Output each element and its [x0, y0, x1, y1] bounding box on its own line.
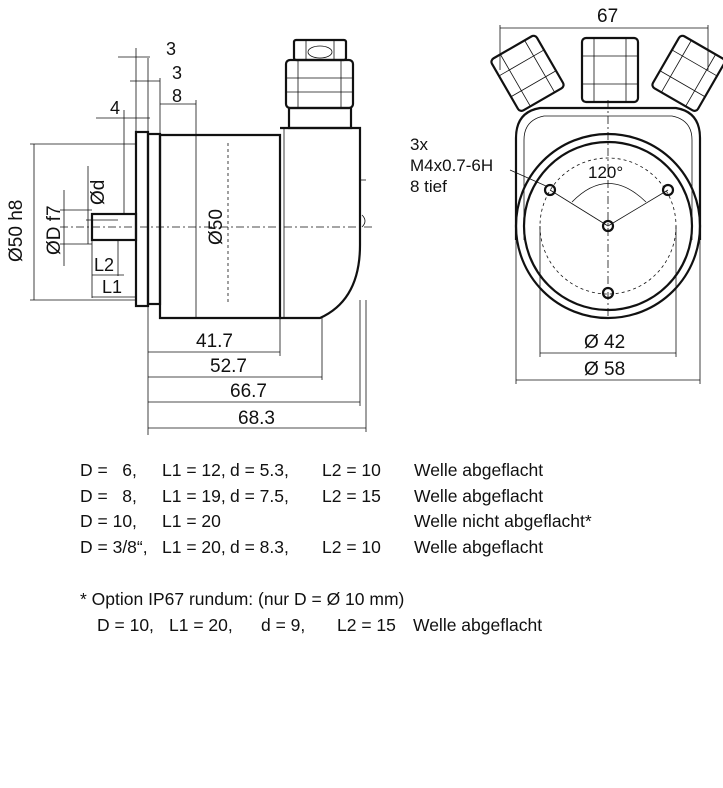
gland-body [284, 58, 355, 110]
dim-top-8: 8 [172, 86, 182, 106]
dim-68-3: 68.3 [238, 408, 275, 429]
flange-inner [146, 132, 162, 306]
variant-d: D = 8, [80, 485, 137, 506]
variant-small-d: d = 8.3, [230, 536, 289, 557]
variant-l2: L2 = 15 [322, 485, 381, 506]
bolt-hole-bottom [601, 286, 615, 300]
shaft-end [601, 219, 615, 233]
option-small-d: d = 9, [261, 614, 306, 635]
angle-arc [571, 183, 647, 203]
variant-l1: L1 = 12, [162, 460, 226, 480]
option-l2: L2 = 15 [337, 614, 396, 635]
variant-l1: L1 = 20 [162, 511, 221, 531]
variant-d: D = 3/8“, [80, 536, 148, 557]
side-view: 3 3 8 4 Ø50 h8 ØD f7 Ød L2 L1 Ø50 [6, 38, 375, 435]
angle-120: 120° [588, 163, 623, 182]
bolt-hole-left [543, 183, 557, 197]
dim-l1: L1 [102, 277, 122, 297]
dim-body-od50: Ø50 [206, 209, 227, 245]
dim-width-67: 67 [597, 6, 618, 27]
flange-circle-inner [522, 140, 694, 312]
variant-l2: L2 = 10 [322, 536, 381, 557]
front-view: 67 [410, 6, 723, 384]
technical-drawing: 3 3 8 4 Ø50 h8 ØD f7 Ød L2 L1 Ø50 [6, 6, 723, 435]
option-l1: L1 = 20, [169, 614, 233, 635]
option-note: Welle abgeflacht [413, 614, 543, 635]
note-line-3: 8 tief [410, 177, 447, 196]
front-gland-center [580, 36, 640, 104]
shaft [90, 212, 138, 242]
dim-41-7: 41.7 [196, 331, 233, 352]
dim-l2: L2 [94, 255, 114, 275]
variant-l1: L1 = 20, [162, 536, 226, 557]
variant-l1: L1 = 19, [162, 485, 226, 506]
dim-52-7: 52.7 [210, 356, 247, 377]
variant-l2: L2 = 10 [322, 460, 381, 480]
note-line-1: 3x [410, 135, 428, 154]
dim-d42: Ø 42 [584, 332, 625, 353]
dim-small-d: Ød [88, 180, 109, 205]
note-leader [509, 169, 547, 187]
dim-d58: Ø 58 [584, 359, 625, 380]
dim-66-7: 66.7 [230, 381, 267, 402]
dim-odf7: ØD f7 [44, 205, 65, 255]
dim-top-3b: 3 [172, 63, 182, 83]
gland-base [287, 106, 353, 130]
variant-note: Welle abgeflacht [414, 485, 544, 506]
dim-top-4: 4 [110, 98, 120, 118]
option-title: * Option IP67 rundum: (nur D = Ø 10 mm) [80, 589, 405, 609]
variant-small-d: d = 7.5, [230, 485, 289, 506]
bolt-hole-right [661, 183, 675, 197]
note-line-2: M4x0.7-6H [410, 156, 493, 175]
variant-row: D = 3/8“, L1 = 20, d = 8.3, L2 = 10 Well… [80, 535, 543, 561]
dim-top-3a: 3 [166, 39, 176, 59]
variant-note: Welle abgeflacht [414, 536, 544, 557]
front-gland-right [651, 34, 723, 112]
option-row: D = 10, L1 = 20, d = 9, L2 = 15 Welle ab… [80, 613, 542, 639]
variant-small-d: d = 5.3, [230, 460, 289, 480]
dim-od50h8: Ø50 h8 [6, 200, 27, 262]
variant-d: D = 6, [80, 460, 137, 480]
side-cable-gland [284, 38, 355, 130]
gland-cap [292, 38, 348, 62]
variant-note: Welle abgeflacht [414, 460, 544, 480]
rear-housing [280, 126, 362, 320]
variant-table: D = 6, L1 = 12, d = 5.3, L2 = 10 Welle a… [80, 458, 592, 561]
rear-mark [361, 214, 366, 228]
front-gland-left [490, 34, 565, 112]
flange-circle-58 [514, 132, 702, 320]
option-block: * Option IP67 rundum: (nur D = Ø 10 mm) … [80, 587, 542, 639]
variant-row: D = 8, L1 = 19, d = 7.5, L2 = 15 Welle a… [80, 484, 543, 510]
flange-outer [134, 130, 150, 308]
variant-row: D = 10, L1 = 20 Welle nicht abgeflacht* [80, 509, 592, 535]
variant-row: D = 6, L1 = 12, d = 5.3, L2 = 10 Welle a… [80, 458, 543, 484]
variant-note: Welle nicht abgeflacht* [414, 511, 592, 531]
option-d: D = 10, [97, 614, 154, 635]
variant-d: D = 10, [80, 511, 137, 531]
